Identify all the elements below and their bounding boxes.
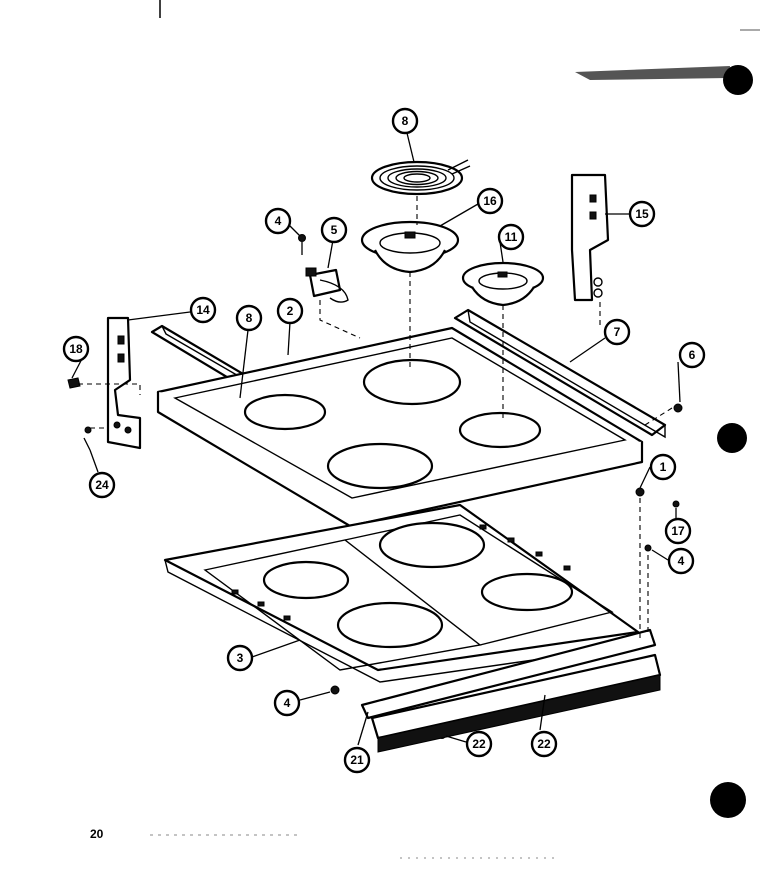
svg-text:17: 17 [671,524,685,538]
heat-shield-pan [163,503,640,683]
callout-16: 16 [476,187,504,215]
svg-text:22: 22 [537,737,551,751]
callout-8-rail: 8 [235,304,263,332]
callout-18: 18 [62,335,90,363]
callout-4-bottom: 4 [273,689,301,717]
right-trim-rail [453,308,683,439]
main-cooktop [156,326,644,528]
callout-8-element: 8 [391,107,419,135]
svg-text:16: 16 [483,194,497,208]
callout-3: 3 [226,644,254,672]
callout-4-right: 4 [667,547,695,575]
screw-and-terminal-block [298,234,349,303]
surface-element [370,159,471,196]
callout-21: 21 [343,746,371,774]
svg-text:8: 8 [246,311,253,325]
large-drip-bowl [360,220,460,274]
callout-14: 14 [189,296,217,324]
callout-17: 17 [664,517,692,545]
alignment-lines [78,196,673,640]
callout-5: 5 [320,216,348,244]
callout-4-top: 4 [264,207,292,235]
svg-text:18: 18 [69,342,83,356]
callout-11: 11 [497,223,525,251]
svg-text:14: 14 [196,303,210,317]
front-trim-and-vent-strip [360,628,662,753]
svg-text:11: 11 [505,230,518,244]
callout-2: 2 [276,297,304,325]
callout-24: 24 [88,471,116,499]
left-hinge-bracket [106,316,142,450]
callout-7: 7 [603,318,631,346]
callout-22-strip: 22 [530,730,558,758]
punch-hole-bottom [710,782,746,818]
svg-text:3: 3 [237,651,244,665]
svg-text:21: 21 [350,753,364,767]
burner-opening-back-right [362,358,462,406]
burner-opening-front-right [458,411,542,449]
small-drip-bowl [461,261,545,307]
callout-1: 1 [649,453,677,481]
burner-opening-back-left [243,393,327,431]
svg-text:6: 6 [689,348,696,362]
callout-6: 6 [678,341,706,369]
right-hinge-bracket [570,173,610,302]
svg-text:8: 8 [402,114,409,128]
svg-text:7: 7 [614,325,621,339]
scan-artifacts [150,0,760,859]
callout-22-screw: 22 [465,730,493,758]
burner-opening-front-left [326,442,434,490]
svg-text:4: 4 [678,554,685,568]
svg-text:4: 4 [275,214,282,228]
callouts: 8 16 15 11 4 5 14 8 [62,107,706,774]
punch-hole-middle [717,423,747,453]
callout-15: 15 [628,200,656,228]
svg-text:22: 22 [472,737,486,751]
svg-text:4: 4 [284,696,291,710]
page-number: 20 [90,827,104,841]
punch-hole-top [723,65,753,95]
svg-text:1: 1 [660,460,667,474]
svg-text:24: 24 [95,478,109,492]
svg-text:5: 5 [331,223,338,237]
svg-text:15: 15 [635,207,649,221]
svg-text:2: 2 [287,304,294,318]
